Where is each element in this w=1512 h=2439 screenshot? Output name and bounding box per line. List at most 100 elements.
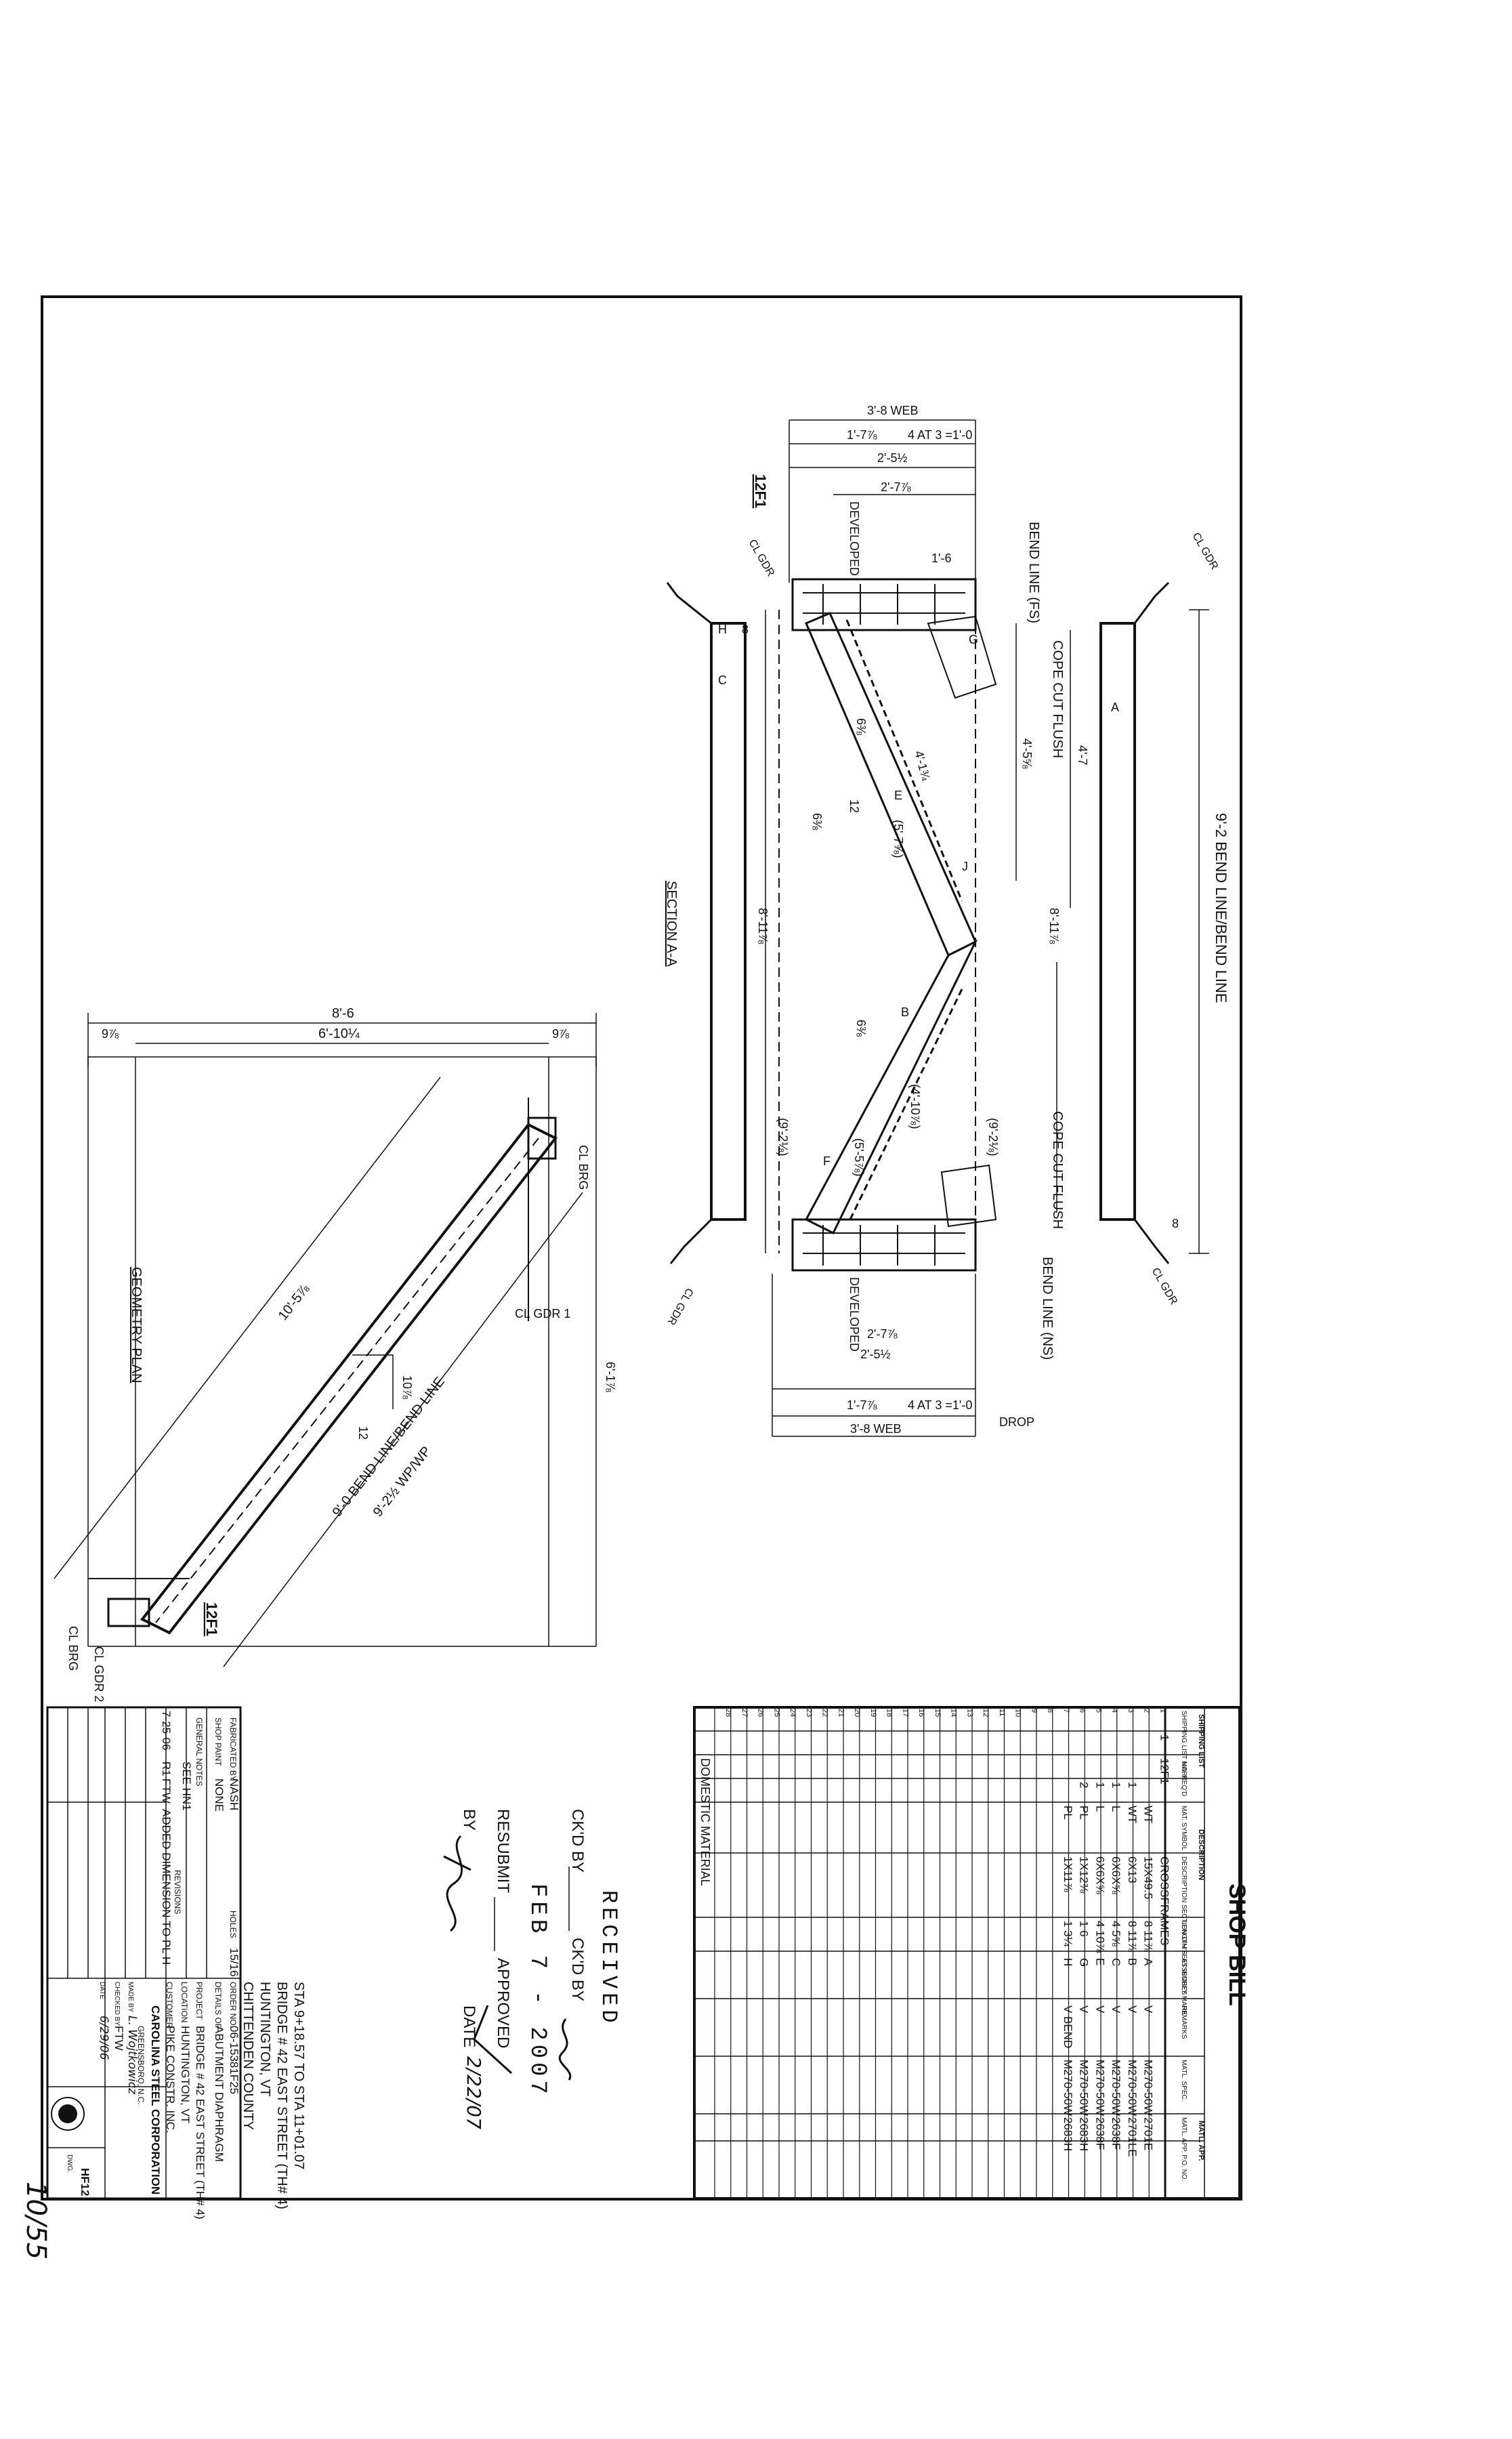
- revisions-label: REVISIONS: [173, 1870, 182, 1914]
- shop-bill-grid: [714, 1707, 1166, 2198]
- bill-cell-num: 10: [1014, 1709, 1022, 1717]
- bill-cell-spec: M270-50W: [1093, 2060, 1106, 2116]
- developed-label-2: DEVELOPED: [847, 1277, 861, 1352]
- dim-6-10: 6'-10¼: [318, 1026, 360, 1041]
- domestic-material-label: DOMESTIC MATERIAL: [698, 1758, 712, 1886]
- bill-cell-num: 11: [998, 1709, 1006, 1716]
- shop-bill-title: SHOP BILL: [1224, 1883, 1250, 2006]
- gusset-plate-bottom: [791, 1218, 977, 1272]
- bill-cell-po: 2683H: [1078, 2117, 1091, 2151]
- dim-9-b: 9⅞: [552, 1027, 570, 1041]
- dim-2-5-a: 2'-5½: [877, 451, 907, 465]
- town: HUNTINGTON, VT: [257, 1982, 272, 2097]
- bill-cell-num: 6: [1078, 1709, 1087, 1713]
- piece-mark-12f1-top: 12F1: [752, 474, 769, 508]
- shop-bill-columns: [694, 1707, 1204, 2199]
- cl-gdr-1-label: CL GDR 1: [515, 1307, 570, 1320]
- bill-cell-spec: M270-50W: [1110, 2060, 1122, 2116]
- bill-cell-rem: V: [1093, 2005, 1106, 2014]
- bill-cell-sym: PL: [1078, 1806, 1091, 1820]
- bill-header-cell: ASSEMBLY MARK: [1180, 1958, 1188, 2016]
- drawn-label: MADE BY: [127, 1982, 134, 2012]
- bill-header-cell: REMARKS: [1180, 2005, 1188, 2039]
- stamp-resubmit: RESUBMIT: [494, 1809, 512, 1893]
- dim-6-a: 6⅜: [854, 718, 868, 736]
- dim-6-c: 6⅜: [810, 813, 824, 831]
- bill-cell-po: 2638F: [1110, 2117, 1122, 2150]
- customer: PIKE CONSTR. INC.: [164, 2026, 177, 2133]
- bill-cell-num: 5: [1094, 1709, 1102, 1713]
- dim-9-2-a: (9'-2⅛): [776, 1118, 790, 1156]
- cl-gdr-2-label: CL GDR 2: [92, 1646, 106, 1702]
- dim-a: A: [1111, 701, 1119, 714]
- stamp-date: DATE: [460, 2005, 478, 2047]
- drop-label: DROP: [999, 1415, 1034, 1429]
- stamp-date-signed: 2/22/07: [463, 2056, 485, 2129]
- bill-cell-po: 2683H: [1062, 2117, 1074, 2151]
- bill-header-cell: MATL. APP. P.O. NO.: [1180, 2117, 1188, 2181]
- plan-end-plate-1: [527, 1117, 557, 1160]
- dim-8-11-a: 8'-11⅞: [1047, 908, 1061, 944]
- bill-header-group: MATL. APP.: [1197, 2121, 1205, 2161]
- bill-cell-rem: V: [1110, 2005, 1122, 2014]
- dim-5-7: (5'-7⅝): [891, 820, 905, 858]
- rev-no: R1: [160, 1762, 173, 1776]
- section-flange-top: [710, 622, 747, 1221]
- bill-cell-desc: 1X12⅜: [1078, 1856, 1091, 1894]
- geometry-plan: GEOMETRY PLAN 8'-6 6'-10¼ 9⅞ 9⅞ 10'-5⅞ 6…: [54, 1006, 617, 1702]
- stamp-received: RECEIVED: [596, 1890, 621, 2027]
- dim-12-plan: 12: [356, 1426, 370, 1440]
- bill-cell-desc: 1X11⅞: [1062, 1856, 1074, 1892]
- bridge-name: BRIDGE # 42 EAST STREET (TH# 4): [274, 1982, 289, 2209]
- dim-4-5: 4'-5⅝: [1020, 738, 1034, 769]
- bill-cell-spec: M270-50W: [1142, 2060, 1155, 2116]
- general-notes: SEE HN1: [180, 1762, 193, 1811]
- section-dimensions: 4'-5⅝ 4'-7 8'-11⅞ 8'-11⅞ (9'-2⅛) (9'-2⅛)…: [718, 428, 1179, 1412]
- bill-cell-spec: M270-50W: [1078, 2060, 1091, 2116]
- bill-cell-num: 1: [1158, 1709, 1167, 1713]
- dim-9-2-b: (9'-2⅛): [986, 1118, 1000, 1156]
- bill-cell-num: 25: [772, 1709, 780, 1717]
- dim-h-top: H: [718, 623, 727, 636]
- dim-6-1: 6'-1⅞: [604, 1362, 617, 1392]
- dim-10-slope: 10⅞: [400, 1375, 414, 1400]
- dim-e: E: [894, 789, 902, 802]
- dwg-number: HF12: [79, 2168, 91, 2196]
- bolt-pattern-top: [803, 584, 965, 625]
- dim-8-b: 8: [742, 623, 749, 636]
- bill-cell-po: 2701LE: [1126, 2117, 1139, 2157]
- bill-cell-num: 22: [821, 1709, 829, 1717]
- bill-header-cell: MATL. SPEC.: [1180, 2060, 1188, 2102]
- dim-g: G: [969, 633, 978, 646]
- diagonal-members: [804, 612, 978, 1235]
- geometry-plan-label: GEOMETRY PLAN: [129, 1267, 144, 1383]
- bill-cell-asm: E: [1093, 1958, 1106, 1965]
- dim-6-b: 6⅜: [854, 1020, 868, 1037]
- web-bottom-label: 3'-8 WEB: [850, 1422, 901, 1436]
- dim-c-top: C: [718, 673, 727, 687]
- reviewer-signature: [443, 1835, 471, 1932]
- bill-cell-req: 1: [1093, 1782, 1106, 1788]
- checked-label: CHECKED BY: [113, 1982, 121, 2026]
- bill-cell-desc: 6X6X⅝: [1093, 1856, 1106, 1895]
- bill-cell-rem: V: [1078, 2005, 1091, 2014]
- cope-plate-bottom: [940, 1164, 997, 1228]
- bill-cell-sym: L: [1093, 1806, 1106, 1812]
- bill-cell-desc: CROSSFRAMES: [1158, 1856, 1171, 1945]
- bill-header-cell: DESCRIPTION SECTION DIM'S: [1180, 1856, 1188, 1955]
- bill-cell-len: 4 10⅞: [1093, 1921, 1106, 1953]
- bill-cell-num: 23: [805, 1709, 813, 1717]
- location-label: LOCATION: [180, 1982, 189, 2022]
- dimension-lines-section: [765, 419, 1209, 1437]
- bill-cell-spec: M270-50W: [1126, 2060, 1139, 2116]
- order-no-label: ORDER NO.: [228, 1982, 238, 2028]
- bill-cell-num: 12: [982, 1709, 990, 1717]
- bill-cell-asm: G: [1078, 1958, 1091, 1967]
- general-notes-label: GENERAL NOTES: [194, 1717, 204, 1787]
- received-stamp: RECEIVED CK'D BY CK'D BY FEB 7 - 2007 RE…: [443, 1809, 621, 2129]
- bolt-pattern-bottom: [803, 1225, 965, 1266]
- bill-cell-sym: L: [1110, 1806, 1122, 1812]
- bill-cell-spec: M270-50W: [1062, 2060, 1074, 2116]
